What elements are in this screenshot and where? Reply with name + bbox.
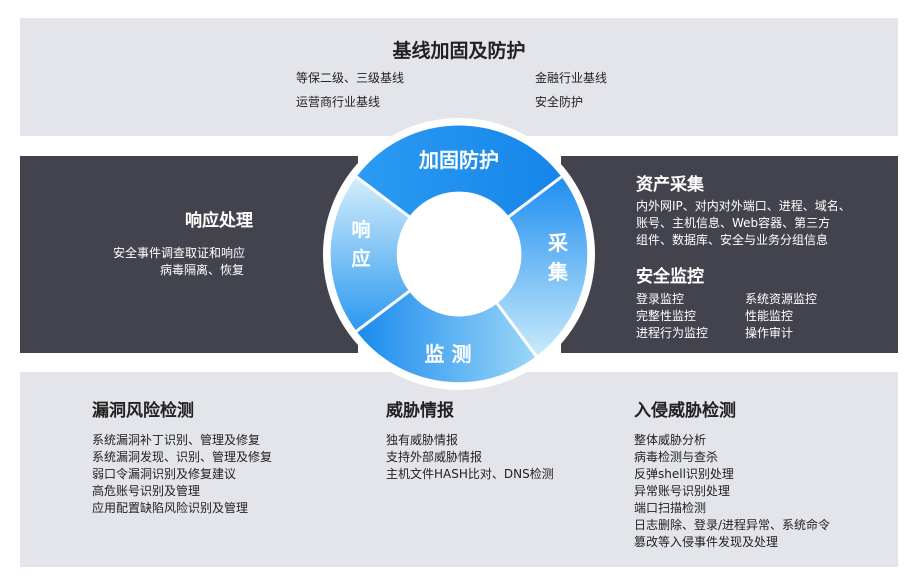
monitor-item-6: 操作审计: [745, 326, 794, 340]
response-line-2: 病毒隔离、恢复: [160, 263, 245, 277]
vuln-item-3: 弱口令漏洞识别及修复建议: [92, 467, 237, 481]
intel-list: 独有威胁情报 支持外部威胁情报 主机文件HASH比对、DNS检测: [386, 432, 554, 483]
monitor-item-2: 系统资源监控: [745, 292, 818, 306]
asset-desc: 内外网IP、对内对外端口、进程、域名、 账号、主机信息、Web容器、第三方 组件…: [636, 198, 851, 249]
monitor-item-1: 登录监控: [636, 292, 685, 306]
ring-label-left-2: 应: [351, 247, 370, 270]
ring-divider-top-right: [507, 175, 563, 218]
asset-monitor-panel: 资产采集 内外网IP、对内对外端口、进程、域名、 账号、主机信息、Web容器、第…: [561, 156, 898, 353]
response-panel: 响应处理 安全事件调查取证和响应 病毒隔离、恢复: [20, 156, 358, 353]
ring-segment-right: [497, 176, 588, 357]
intrusion-item-1: 整体威胁分析: [634, 433, 707, 447]
ring-divider-left-top: [355, 175, 411, 218]
baseline-item-1: 等保二级、三级基线: [296, 71, 405, 85]
monitor-item-4: 性能监控: [745, 309, 794, 323]
intrusion-title: 入侵威胁检测: [634, 401, 736, 421]
vuln-item-2: 系统漏洞发现、识别、管理及修复: [92, 450, 273, 464]
ring-divider-bottom-left: [355, 290, 411, 333]
ring-segment-bottom: [356, 291, 537, 383]
intel-title: 威胁情报: [386, 401, 454, 421]
vuln-item-4: 高危账号识别及管理: [92, 484, 201, 498]
top-panel: 基线加固及防护 等保二级、三级基线 金融行业基线 运营商行业基线 安全防护: [20, 18, 898, 136]
response-line-1: 安全事件调查取证和响应: [113, 246, 246, 260]
monitor-item-3: 完整性监控: [636, 309, 697, 323]
intel-item-3: 主机文件HASH比对、DNS检测: [386, 467, 554, 481]
ring-label-left-1: 响: [351, 218, 370, 241]
vuln-list: 系统漏洞补丁识别、管理及修复 系统漏洞发现、识别、管理及修复 弱口令漏洞识别及修…: [92, 432, 272, 517]
intrusion-item-4: 异常账号识别处理: [634, 484, 731, 498]
ring-center: [397, 192, 521, 316]
ring-segment-top: [356, 125, 562, 217]
asset-title: 资产采集: [636, 175, 704, 195]
response-title: 响应处理: [185, 211, 253, 231]
intel-item-2: 支持外部威胁情报: [386, 450, 483, 464]
vuln-item-5: 应用配置缺陷风险识别及管理: [92, 501, 249, 515]
intrusion-item-2: 病毒检测与查杀: [634, 450, 719, 464]
baseline-title: 基线加固及防护: [392, 40, 526, 62]
vuln-title: 漏洞风险检测: [92, 401, 194, 421]
ring-label-top: 加固防护: [418, 148, 499, 172]
asset-desc-line-2: 账号、主机信息、Web容器、第三方: [636, 216, 831, 230]
asset-desc-line-3: 组件、数据库、安全与业务分组信息: [636, 233, 829, 247]
intrusion-item-7: 篡改等入侵事件发现及处理: [634, 535, 779, 549]
intrusion-item-5: 端口扫描检测: [634, 501, 707, 515]
monitor-title: 安全监控: [636, 267, 704, 287]
baseline-item-3: 运营商行业基线: [296, 95, 381, 109]
ring-label-right-1: 采: [548, 231, 568, 255]
intel-item-1: 独有威胁情报: [386, 433, 459, 447]
vuln-item-1: 系统漏洞补丁识别、管理及修复: [92, 433, 261, 447]
ring-label-right-2: 集: [547, 260, 569, 284]
ring-divider-right-bottom: [495, 302, 538, 358]
intrusion-list: 整体威胁分析 病毒检测与查杀 反弹shell识别处理 异常账号识别处理 端口扫描…: [634, 432, 830, 551]
asset-desc-line-1: 内外网IP、对内对外端口、进程、域名、: [636, 199, 851, 213]
baseline-item-2: 金融行业基线: [535, 71, 608, 85]
bottom-panel: 漏洞风险检测 系统漏洞补丁识别、管理及修复 系统漏洞发现、识别、管理及修复 弱口…: [20, 372, 898, 567]
intrusion-item-6: 日志删除、登录/进程异常、系统命令: [634, 518, 831, 532]
baseline-item-4: 安全防护: [535, 95, 584, 109]
ring-label-bottom: 监 测: [425, 342, 472, 366]
monitor-item-5: 进程行为监控: [636, 326, 709, 340]
ring-segment-left: [330, 176, 410, 332]
intrusion-item-3: 反弹shell识别处理: [634, 467, 734, 481]
